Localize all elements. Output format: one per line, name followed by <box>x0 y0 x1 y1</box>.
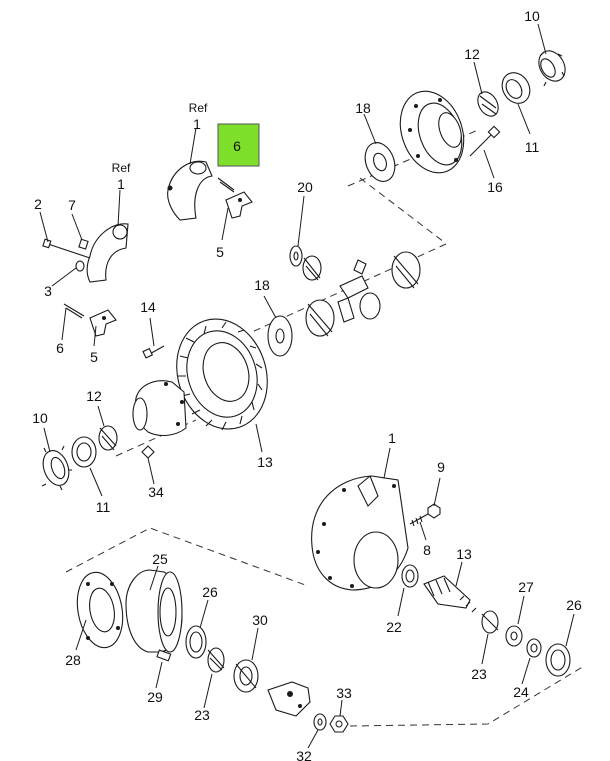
bearing-cup-26-right[interactable] <box>545 643 571 677</box>
stud-8[interactable] <box>409 513 429 527</box>
ref-label-lower: Ref <box>112 161 131 175</box>
outline-segment <box>359 177 445 243</box>
leader-lines <box>39 23 575 749</box>
callout-28[interactable]: 28 <box>65 652 81 668</box>
callout-1[interactable]: 1 <box>193 116 201 132</box>
bolt-16[interactable] <box>469 125 501 157</box>
bearing-cup-11-mid[interactable] <box>71 436 97 468</box>
thrust-washer-18-top[interactable] <box>360 138 400 185</box>
bearing-cap-1-upper[interactable] <box>167 160 213 221</box>
callout-30[interactable]: 30 <box>252 612 268 628</box>
cotter-pin-6-upper[interactable] <box>217 177 235 193</box>
callout-5[interactable]: 5 <box>90 349 98 365</box>
callout-7[interactable]: 7 <box>68 197 76 213</box>
callout-14[interactable]: 14 <box>140 299 156 315</box>
spacer-27[interactable] <box>505 625 523 647</box>
gear-part-10-mid[interactable] <box>39 445 74 491</box>
callout-12[interactable]: 12 <box>86 388 102 404</box>
ring-gear-13[interactable] <box>163 307 281 441</box>
callout-29[interactable]: 29 <box>147 689 163 705</box>
callout-26[interactable]: 26 <box>566 597 582 613</box>
washer-3[interactable] <box>75 260 85 272</box>
callout-8[interactable]: 8 <box>423 542 431 558</box>
callout-9[interactable]: 9 <box>437 459 445 475</box>
thrust-washer-20[interactable] <box>289 245 303 267</box>
callout-24[interactable]: 24 <box>513 684 529 700</box>
highlighted-part-6-callout[interactable] <box>217 123 260 167</box>
callout-1[interactable]: 1 <box>388 430 396 446</box>
pinion-gear-right[interactable] <box>359 292 381 320</box>
bearing-cup-26-bottom[interactable] <box>185 625 207 659</box>
side-gear-lower[interactable] <box>305 299 335 337</box>
callout-1[interactable]: 1 <box>117 176 125 192</box>
callout-11[interactable]: 11 <box>525 139 540 155</box>
callout-2[interactable]: 2 <box>34 196 42 212</box>
lock-plate-5-lower[interactable] <box>89 309 117 337</box>
nut-9[interactable] <box>427 503 441 519</box>
callout-18[interactable]: 18 <box>254 277 270 293</box>
bolt-29[interactable] <box>156 649 172 662</box>
drive-pinion-13[interactable] <box>423 575 477 613</box>
bolt-14[interactable] <box>142 345 165 359</box>
callout-13[interactable]: 13 <box>456 546 472 562</box>
callout-3[interactable]: 3 <box>44 283 52 299</box>
bearing-cone-23-right[interactable] <box>481 610 499 634</box>
callout-16[interactable]: 16 <box>487 179 503 195</box>
gasket-28[interactable] <box>72 569 129 651</box>
washer-32[interactable] <box>313 713 327 731</box>
callout-6[interactable]: 6 <box>56 340 64 356</box>
ref-label-upper: Ref <box>189 101 208 115</box>
callout-10[interactable]: 10 <box>32 410 48 426</box>
callout-numbers: 10 12 11 18 16 1 5 1 2 7 3 6 5 20 18 14 … <box>32 8 582 761</box>
seal-22[interactable] <box>401 564 419 588</box>
lower-assembly-outline-right <box>349 665 585 727</box>
carrier-housing-1[interactable] <box>311 475 409 591</box>
callout-27[interactable]: 27 <box>518 579 534 595</box>
bearing-cone-12-mid[interactable] <box>98 425 118 451</box>
differential-case-half[interactable] <box>132 380 187 437</box>
callout-26[interactable]: 26 <box>202 584 218 600</box>
side-gear-upper[interactable] <box>302 255 322 281</box>
cotter-pin-6-lower[interactable] <box>63 303 85 319</box>
callout-23[interactable]: 23 <box>194 707 210 723</box>
callout-20[interactable]: 20 <box>297 179 313 195</box>
adjuster-7[interactable] <box>78 238 89 250</box>
callout-13[interactable]: 13 <box>257 454 273 470</box>
yoke-flange[interactable] <box>267 681 311 717</box>
callout-22[interactable]: 22 <box>386 619 402 635</box>
lock-plate-5-upper[interactable] <box>225 191 253 219</box>
differential-case-part[interactable] <box>389 82 474 181</box>
lower-assembly-outline <box>65 527 309 587</box>
callout-23[interactable]: 23 <box>471 666 487 682</box>
callout-32[interactable]: 32 <box>296 748 312 761</box>
fitting-34[interactable] <box>141 445 155 459</box>
bearing-cup-11-top[interactable] <box>497 68 536 109</box>
bearing-cone-12-top[interactable] <box>474 88 503 120</box>
callout-5[interactable]: 5 <box>216 244 224 260</box>
callout-10[interactable]: 10 <box>524 8 540 24</box>
callout-25[interactable]: 25 <box>152 551 168 567</box>
callout-33[interactable]: 33 <box>336 685 352 701</box>
highlighted-part-6-label: 6 <box>233 138 241 154</box>
pinion-cage-25[interactable] <box>125 569 183 653</box>
callout-34[interactable]: 34 <box>148 484 164 500</box>
spider-cross[interactable] <box>337 251 421 323</box>
bearing-cone-23-bottom[interactable] <box>207 647 225 673</box>
washer-24[interactable] <box>526 638 542 658</box>
callout-18[interactable]: 18 <box>355 100 371 116</box>
bearing-30[interactable] <box>233 659 259 693</box>
bearing-cap-1-lower[interactable] <box>86 223 129 283</box>
callout-11[interactable]: 11 <box>96 499 111 515</box>
nut-33[interactable] <box>329 715 349 733</box>
gear-part-10-top[interactable] <box>534 46 571 87</box>
thrust-washer-18-lower[interactable] <box>267 315 293 357</box>
callout-12[interactable]: 12 <box>464 46 480 62</box>
